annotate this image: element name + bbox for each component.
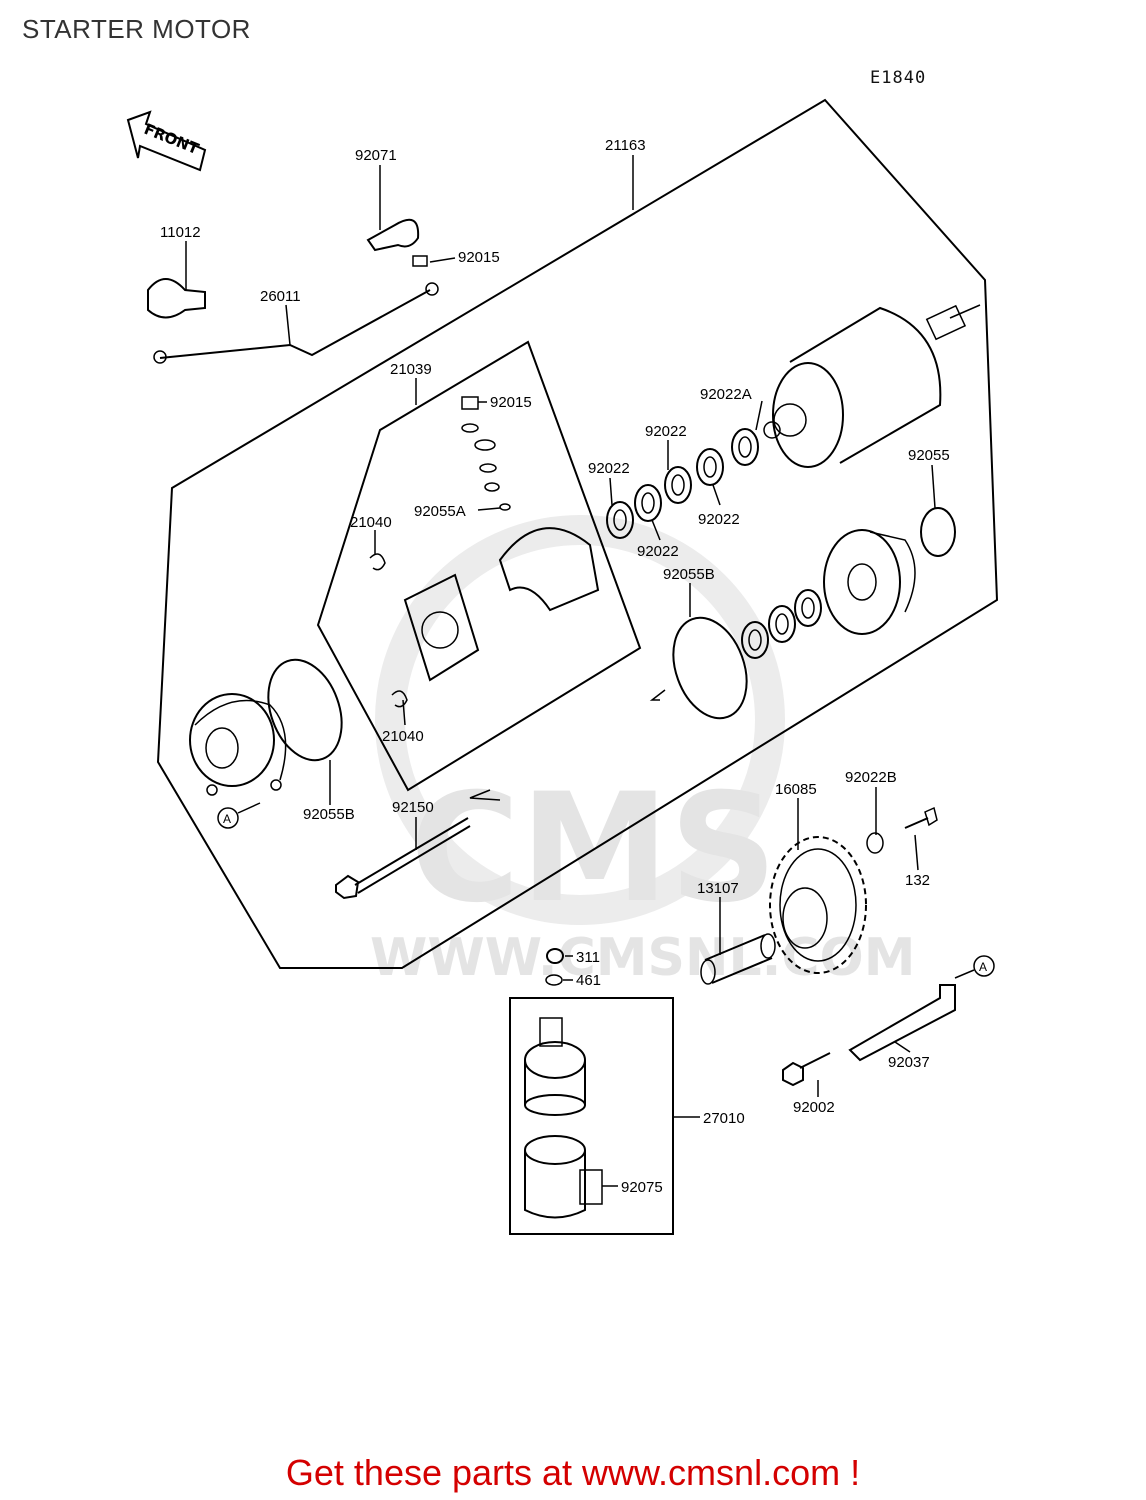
nut-311-icon [546, 948, 564, 964]
footer-promo-link[interactable]: Get these parts at www.cmsnl.com ! [285, 1452, 861, 1493]
bracket-92037-icon [782, 984, 956, 1087]
label-11012: 11012 [160, 224, 201, 241]
ref-a-right: A [954, 955, 995, 979]
gear-16085-icon [769, 836, 867, 974]
exploded-parts-diagram: CMS WWW.CMSNL.COM FRONT [126, 98, 999, 1235]
label-132: 132 [905, 872, 930, 889]
diagram-code: E1840 [870, 68, 927, 88]
brush-holder-27010-icon [524, 1017, 603, 1219]
small-parts-column-icon [369, 396, 511, 708]
assembly-outline-21039 [316, 340, 642, 792]
label-92022-1: 92022 [645, 423, 687, 440]
label-311: 311 [576, 949, 600, 966]
label-21163: 21163 [605, 137, 646, 154]
front-arrow-icon: FRONT [126, 110, 207, 172]
front-housing-icon [823, 529, 916, 635]
washer-set-icon [606, 428, 822, 659]
label-26011: 26011 [260, 288, 301, 305]
label-92055b-left: 92055B [303, 806, 355, 823]
part-labels: 21163 92071 92015 11012 26011 21039 9201… [160, 137, 950, 1196]
label-92055a: 92055A [414, 503, 466, 520]
label-13107: 13107 [697, 880, 739, 897]
label-461: 461 [576, 972, 601, 989]
brush-plate-icon [403, 527, 600, 682]
label-21039: 21039 [390, 361, 432, 378]
label-92022-2: 92022 [588, 460, 630, 477]
watermark: CMS WWW.CMSNL.COM [370, 515, 915, 988]
label-92015-top: 92015 [458, 249, 500, 266]
label-92055: 92055 [908, 447, 950, 464]
end-cover-icon [189, 693, 287, 796]
label-92022-4: 92022 [637, 543, 679, 560]
terminal-caps-icon [147, 218, 428, 319]
label-16085: 16085 [775, 781, 817, 798]
cable-26011-icon [159, 289, 431, 359]
bolt-92150-icon [335, 817, 471, 900]
o-ring-92055-icon [920, 507, 956, 557]
label-27010: 27010 [703, 1110, 745, 1127]
washer-461-icon [545, 974, 563, 986]
o-ring-92055b-left-icon [267, 658, 343, 762]
label-92055b-right: 92055B [663, 566, 715, 583]
assembly-outline-27010 [509, 997, 674, 1235]
watermark-url: WWW.CMSNL.COM [370, 928, 915, 988]
label-92037: 92037 [888, 1054, 930, 1071]
label-92002: 92002 [793, 1099, 835, 1116]
label-92071: 92071 [355, 147, 397, 164]
leader-lines [185, 155, 936, 1187]
front-arrow-label: FRONT [141, 120, 202, 158]
o-ring-92055b-right-icon [672, 616, 748, 720]
ref-a-right-label: A [979, 960, 987, 974]
label-92150: 92150 [392, 799, 434, 816]
ref-a-left: A [217, 802, 261, 829]
label-92022-3: 92022 [698, 511, 740, 528]
label-92075: 92075 [621, 1179, 663, 1196]
starter-motor-body-icon [763, 304, 981, 468]
assembly-outline-21163 [156, 98, 999, 969]
page-title: STARTER MOTOR [22, 14, 251, 44]
label-92022a: 92022A [700, 386, 752, 403]
label-92022b: 92022B [845, 769, 897, 786]
ref-a-left-label: A [223, 812, 231, 826]
label-21040-bottom: 21040 [382, 728, 424, 745]
bolt-132-icon [866, 806, 938, 854]
label-92015-inner: 92015 [490, 394, 532, 411]
label-21040-top: 21040 [350, 514, 392, 531]
shaft-13107-icon [700, 933, 776, 985]
